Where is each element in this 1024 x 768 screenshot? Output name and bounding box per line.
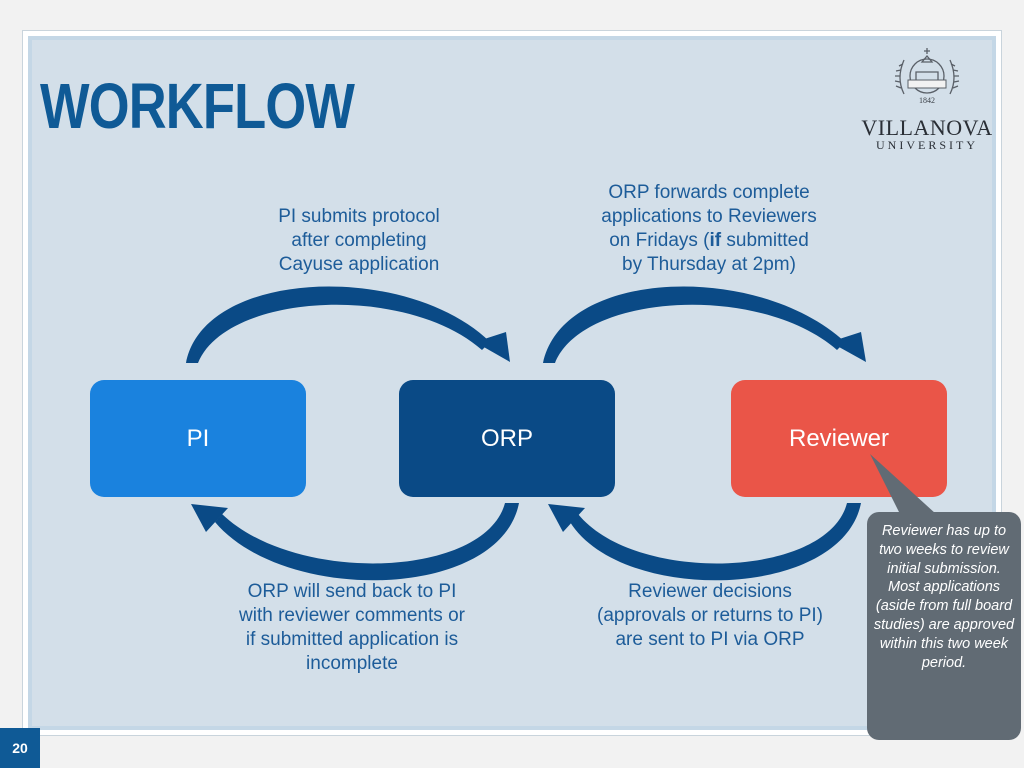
caption-line: applications to Reviewers [601, 206, 817, 227]
caption-line: by Thursday at 2pm) [622, 254, 796, 275]
caption-line: if submitted application is [245, 629, 459, 650]
caption-line: are sent to PI via ORP [615, 629, 805, 650]
university-logo: 1842 VILLANOVA UNIVERSITY [860, 42, 994, 154]
caption-text: submitted [721, 230, 809, 251]
caption-line: Reviewer decisions [628, 581, 792, 602]
arrowhead-orp-to-pi [191, 504, 228, 532]
caption-bold-if: if [709, 230, 722, 251]
logo-subtitle: UNIVERSITY [876, 138, 978, 152]
reviewer-callout: Reviewer has up to two weeks to review i… [867, 512, 1021, 740]
university-seal-icon: 1842 [894, 48, 960, 105]
arrow-orp-to-pi [215, 503, 519, 581]
logo-name: VILLANOVA [861, 115, 993, 140]
slide-number: 20 [0, 728, 40, 768]
caption-pi-submits: PI submits protocol after completing Cay… [248, 205, 470, 277]
caption-line: ORP will send back to PI [247, 581, 457, 602]
caption-line: ORP forwards complete [608, 182, 810, 203]
caption-line: after completing [291, 230, 427, 251]
arrowhead-orp-to-reviewer [830, 332, 866, 362]
arrowhead-pi-to-orp [475, 332, 510, 362]
node-pi: PI [90, 380, 306, 497]
caption-orp-sends-back: ORP will send back to PI with reviewer c… [222, 580, 482, 676]
arrow-orp-to-reviewer [543, 286, 845, 363]
seal-year: 1842 [919, 96, 935, 105]
caption-text: on Fridays ( [609, 230, 710, 251]
node-orp: ORP [399, 380, 615, 497]
caption-line: on Fridays (if submitted [584, 229, 834, 253]
node-reviewer: Reviewer [731, 380, 947, 497]
caption-reviewer-decisions: Reviewer decisions (approvals or returns… [580, 580, 840, 652]
caption-line: PI submits protocol [278, 206, 440, 227]
arrow-pi-to-orp [186, 286, 490, 363]
caption-line: (approvals or returns to PI) [597, 605, 823, 626]
caption-line: incomplete [306, 653, 398, 674]
slide-title: WORKFLOW [40, 70, 355, 142]
arrowhead-reviewer-to-orp [548, 504, 585, 532]
caption-line: Cayuse application [278, 254, 440, 275]
caption-orp-forwards: ORP forwards complete applications to Re… [584, 181, 834, 277]
caption-line: with reviewer comments or [239, 605, 465, 626]
arrow-reviewer-to-orp [570, 503, 861, 581]
